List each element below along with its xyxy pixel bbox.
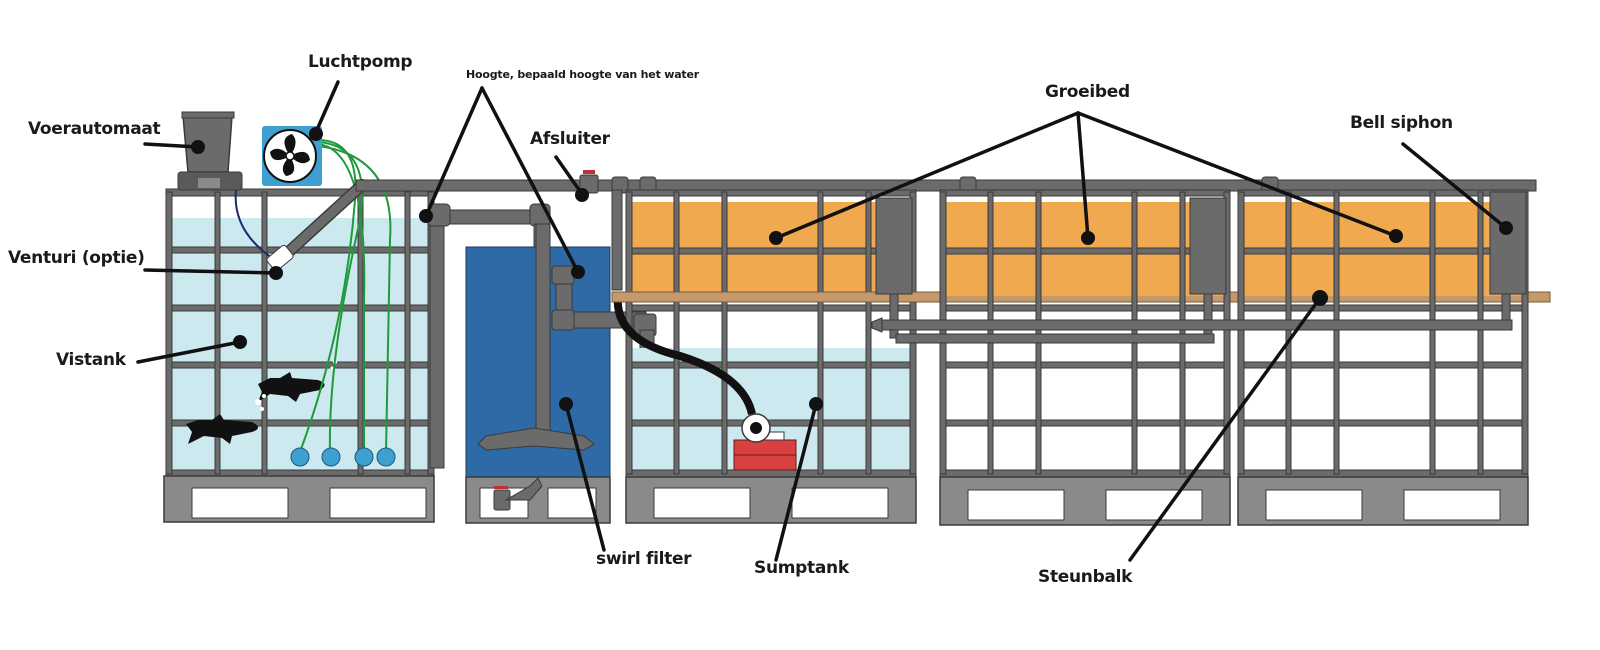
air-pump-icon	[262, 126, 322, 186]
label-afsluiter: Afsluiter	[530, 129, 610, 149]
label-groeibed: Groeibed	[1045, 82, 1130, 102]
venturi-pipe	[266, 179, 368, 272]
pump-hose	[613, 295, 756, 416]
bell-siphon-1	[875, 197, 913, 339]
fish-tank-pallet	[163, 475, 435, 523]
label-voerautomaat: Voerautomaat	[28, 119, 161, 139]
label-sumptank: Sumptank	[754, 558, 849, 578]
label-vistank: Vistank	[56, 350, 126, 370]
airstones	[290, 447, 396, 467]
airstone-icon	[290, 447, 310, 467]
label-bell-siphon: Bell siphon	[1350, 113, 1453, 133]
bell-siphon-2	[1189, 197, 1227, 295]
standpipe	[429, 207, 445, 469]
fish-icon	[186, 372, 325, 444]
bell-siphon-3	[1489, 191, 1527, 295]
leader-lines	[136, 80, 1508, 562]
valve-handle	[583, 170, 595, 174]
drain-valve-handle	[494, 486, 508, 489]
label-steunbalk: Steunbalk	[1038, 567, 1133, 587]
auto-feeder-icon	[177, 111, 243, 191]
label-luchtpomp: Luchtpomp	[308, 52, 413, 72]
grow-bed-3	[1237, 189, 1529, 526]
label-hoogte: Hoogte, bepaald hoogte van het water	[466, 68, 699, 81]
venturi-icon	[266, 244, 294, 272]
label-venturi: Venturi (optie)	[8, 248, 145, 268]
water-pump-icon	[741, 413, 785, 443]
airstone-icon	[321, 447, 341, 467]
sump-tank	[613, 189, 917, 524]
airstone-icon	[354, 447, 374, 467]
grow-bed-2	[939, 189, 1231, 526]
fish-tank	[163, 139, 445, 523]
label-swirl-filter: swirl filter	[596, 549, 692, 569]
airstone-icon	[376, 447, 396, 467]
feeder-line	[234, 189, 273, 259]
air-lines	[299, 139, 392, 453]
leader-dots	[191, 127, 1513, 411]
drain-pipes	[871, 317, 1513, 344]
